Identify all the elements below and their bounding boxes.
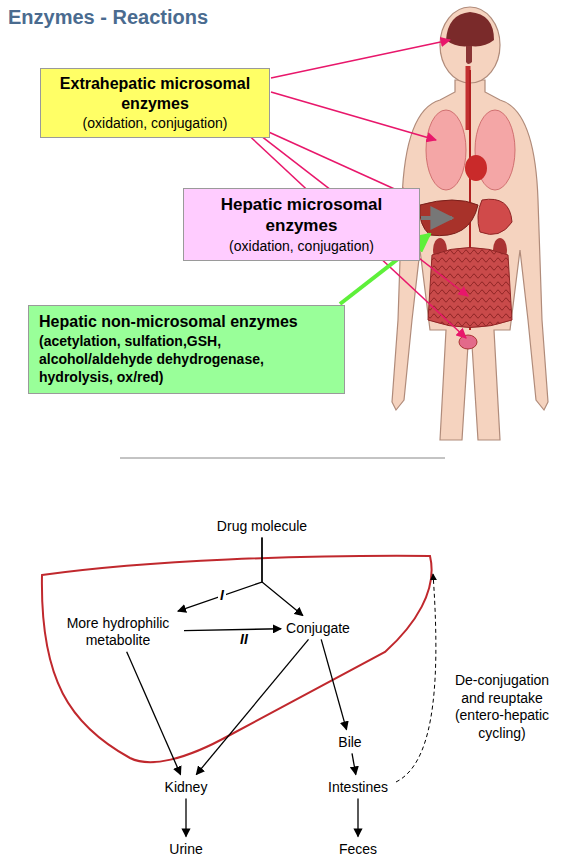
flow-arrow [178, 537, 262, 611]
note-label: De-conjugation and reuptake (entero-hepa… [446, 672, 558, 742]
flow-node: More hydrophilic metabolite [54, 614, 182, 650]
node-heading: More hydrophilic metabolite [56, 615, 180, 649]
entero-hepatic-arrow [396, 574, 436, 782]
flow-arrow [352, 753, 356, 774]
enzyme-box: Extrahepatic microsomal enzymes(oxidatio… [40, 68, 270, 138]
organs [420, 12, 515, 349]
divider [120, 458, 445, 459]
flow-node: Kidney [163, 778, 210, 797]
enzyme-box: Hepatic microsomal enzymes(oxidation, co… [183, 188, 420, 261]
flow-arrow [262, 537, 303, 615]
node-heading: Intestines [328, 779, 388, 796]
node-heading: Hepatic non-microsomal enzymes [39, 312, 334, 332]
node-heading: Conjugate [286, 620, 350, 637]
flow-node: Intestines [326, 778, 390, 797]
node-body: (acetylation, sulfation,GSH, alcohol/ald… [39, 332, 334, 387]
flow-arrow [321, 639, 346, 729]
node-heading: Kidney [165, 779, 208, 796]
flow-arrow [127, 652, 181, 775]
flow-node: Bile [336, 733, 363, 752]
flow-node: Feces [337, 840, 379, 859]
flow-arrow [196, 639, 308, 774]
liver-outline [42, 556, 432, 762]
node-heading: Hepatic microsomal enzymes [192, 194, 411, 237]
flow-node: Urine [167, 840, 204, 859]
flow-arrow [184, 629, 281, 631]
node-heading: Urine [169, 841, 202, 858]
flow-arrow [185, 798, 186, 836]
flow-node: Drug molecule [215, 517, 309, 536]
node-body: (oxidation, conjugation) [192, 237, 411, 255]
flow-node: Conjugate [284, 619, 352, 638]
enzyme-box: Hepatic non-microsomal enzymes(acetylati… [28, 305, 345, 394]
node-body: (oxidation, conjugation) [49, 114, 261, 132]
node-heading: Drug molecule [217, 518, 307, 535]
node-heading: Feces [339, 841, 377, 858]
phase-label: II [238, 632, 250, 647]
node-heading: Extrahepatic microsomal enzymes [49, 74, 261, 114]
title: Enzymes - Reactions [8, 6, 208, 29]
node-heading: Bile [338, 734, 361, 751]
phase-label: I [218, 588, 226, 603]
flow-arrow [357, 798, 358, 836]
